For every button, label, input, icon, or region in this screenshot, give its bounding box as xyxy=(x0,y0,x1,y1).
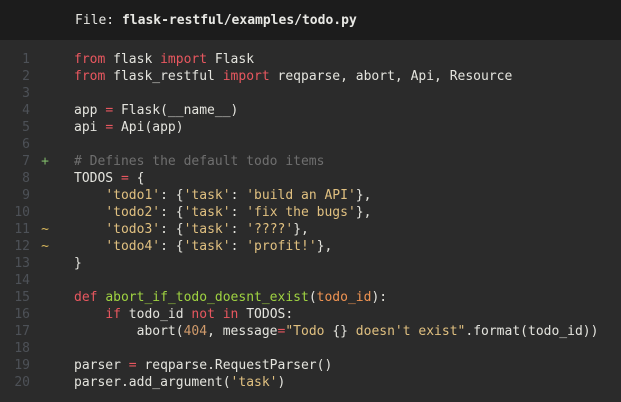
git-marker-empty xyxy=(36,51,54,68)
code-line: 10 'todo2': {'task': 'fix the bugs'}, xyxy=(0,204,621,221)
file-path: flask-restful/examples/todo.py xyxy=(121,12,357,28)
code-line: 6 xyxy=(0,136,621,153)
file-header: File: flask-restful/examples/todo.py xyxy=(0,0,621,40)
line-number: 1 xyxy=(22,52,30,67)
code-line: 4 app = Flask(__name__) xyxy=(0,102,621,119)
code-line: 20 parser.add_argument('task') xyxy=(0,374,621,391)
git-marker-empty xyxy=(36,170,54,187)
code-line: 11 ~ 'todo3': {'task': '????'}, xyxy=(0,221,621,238)
code-text: # Defines the default todo items xyxy=(74,154,325,169)
code-text: abort(404, message="Todo {} doesn't exis… xyxy=(74,324,599,339)
code-line: 8 TODOS = { xyxy=(0,170,621,187)
file-label: File: xyxy=(75,12,122,28)
code-text: from flask import Flask xyxy=(74,52,255,67)
git-marker-empty xyxy=(36,357,54,374)
code-text: 'todo4': {'task': 'profit!'}, xyxy=(105,239,333,254)
line-number: 5 xyxy=(22,120,30,135)
git-marker-empty xyxy=(36,340,54,357)
git-added-marker: + xyxy=(41,154,49,169)
line-number: 6 xyxy=(22,137,30,152)
line-number: 4 xyxy=(22,103,30,118)
code-line: 16 if todo_id not in TODOS: xyxy=(0,306,621,323)
git-marker-empty xyxy=(36,374,54,391)
line-number: 14 xyxy=(14,273,30,288)
code-text: from flask_restful import reqparse, abor… xyxy=(74,69,513,84)
git-modified-marker: ~ xyxy=(41,239,49,254)
git-marker-empty xyxy=(36,306,54,323)
code-line: 15 def abort_if_todo_doesnt_exist(todo_id… xyxy=(0,289,621,306)
code-text: app = Flask(__name__) xyxy=(74,103,239,118)
git-marker-empty xyxy=(36,85,54,102)
line-number: 13 xyxy=(14,256,30,271)
code-line: 14 xyxy=(0,272,621,289)
code-line: 19 parser = reqparse.RequestParser() xyxy=(0,357,621,374)
git-modified-marker: ~ xyxy=(41,222,49,237)
code-line: 7 + # Defines the default todo items xyxy=(0,153,621,170)
line-number: 19 xyxy=(14,358,30,373)
code-text: } xyxy=(74,256,82,271)
git-marker-empty xyxy=(36,68,54,85)
line-number: 16 xyxy=(14,307,30,322)
line-number: 8 xyxy=(22,171,30,186)
git-marker-empty xyxy=(36,119,54,136)
git-marker-empty xyxy=(36,136,54,153)
code-area: 1 from flask import Flask 2 from flask_rest… xyxy=(0,40,621,391)
code-text: parser.add_argument('task') xyxy=(74,375,286,390)
line-number: 11 xyxy=(14,222,30,237)
code-line: 5 api = Api(app) xyxy=(0,119,621,136)
git-marker-empty xyxy=(36,255,54,272)
code-line: 12 ~ 'todo4': {'task': 'profit!'}, xyxy=(0,238,621,255)
line-number: 18 xyxy=(14,341,30,356)
line-number: 15 xyxy=(14,290,30,305)
code-line: 3 xyxy=(0,85,621,102)
line-number: 12 xyxy=(14,239,30,254)
git-marker-empty xyxy=(36,187,54,204)
line-number: 10 xyxy=(14,205,30,220)
git-marker-empty xyxy=(36,289,54,306)
code-text: 'todo2': {'task': 'fix the bugs'}, xyxy=(105,205,372,220)
git-marker-empty xyxy=(36,102,54,119)
code-text: if todo_id not in TODOS: xyxy=(105,307,294,322)
code-line: 13} xyxy=(0,255,621,272)
code-text: TODOS = { xyxy=(74,171,145,186)
line-number: 17 xyxy=(14,324,30,339)
code-line: 1 from flask import Flask xyxy=(0,51,621,68)
code-text: api = Api(app) xyxy=(74,120,184,135)
git-marker-empty xyxy=(36,323,54,340)
line-number: 3 xyxy=(22,86,30,101)
code-text: def abort_if_todo_doesnt_exist(todo_id): xyxy=(74,290,388,305)
code-line: 9 'todo1': {'task': 'build an API'}, xyxy=(0,187,621,204)
code-text: parser = reqparse.RequestParser() xyxy=(74,358,333,373)
code-text: 'todo1': {'task': 'build an API'}, xyxy=(105,188,372,203)
code-line: 17 abort(404, message="Todo {} doesn't e… xyxy=(0,323,621,340)
line-number: 2 xyxy=(22,69,30,84)
code-line: 2 from flask_restful import reqparse, abo… xyxy=(0,68,621,85)
line-number: 20 xyxy=(14,375,30,390)
git-marker-empty xyxy=(36,204,54,221)
line-number: 9 xyxy=(22,188,30,203)
code-text: 'todo3': {'task': '????'}, xyxy=(105,222,309,237)
line-number: 7 xyxy=(22,154,30,169)
git-marker-empty xyxy=(36,272,54,289)
code-line: 18 xyxy=(0,340,621,357)
